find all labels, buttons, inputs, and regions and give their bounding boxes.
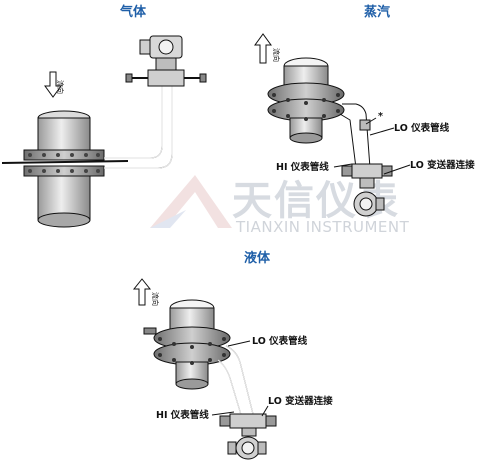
gas-pipe [1, 110, 129, 228]
liquid-lo-impulse-label: LO 仪表管线 [252, 335, 308, 347]
steam-lo-impulse-label: LO 仪表管线 [394, 122, 450, 134]
steam-lo-transmitter-label: LO 变送器连接 [410, 159, 475, 171]
liquid-lo-transmitter-label: LO 变送器连接 [268, 395, 333, 407]
steam-flow-label: 流向 [272, 48, 281, 62]
liquid-title: 液体 [244, 250, 271, 266]
steam-title: 蒸汽 [364, 4, 390, 20]
liquid-impulse-lines [217, 345, 277, 429]
watermark-logo-icon [150, 175, 232, 228]
liquid-flow-label: 流向 [151, 292, 160, 306]
gas-flow-arrow-down-icon: 流向 [44, 71, 65, 98]
gas-flow-label: 流向 [56, 80, 65, 94]
liquid-section: 液体 流向 [132, 250, 333, 460]
steam-pipe [267, 57, 345, 144]
steam-flow-arrow-up-icon: 流向 [254, 33, 281, 64]
steam-section: 蒸汽 流向 [254, 4, 475, 217]
liquid-flow-arrow-up-icon: 流向 [132, 278, 160, 306]
steam-transmitter [353, 177, 385, 217]
steam-hi-impulse-label: HI 仪表管线 [276, 161, 329, 173]
gas-transmitter [139, 35, 183, 71]
watermark-brand-en: TIANXIN INSTRUMENT [235, 218, 410, 236]
liquid-hi-impulse-label: HI 仪表管线 [156, 409, 209, 421]
gas-impulse-lines [104, 69, 207, 169]
gas-section: 气体 流向 [1, 4, 207, 228]
steam-asterisk: * [378, 111, 383, 122]
liquid-pipe [143, 299, 231, 390]
liquid-transmitter [227, 427, 267, 460]
gas-title: 气体 [120, 4, 147, 20]
steam-impulse-lines [339, 103, 393, 179]
